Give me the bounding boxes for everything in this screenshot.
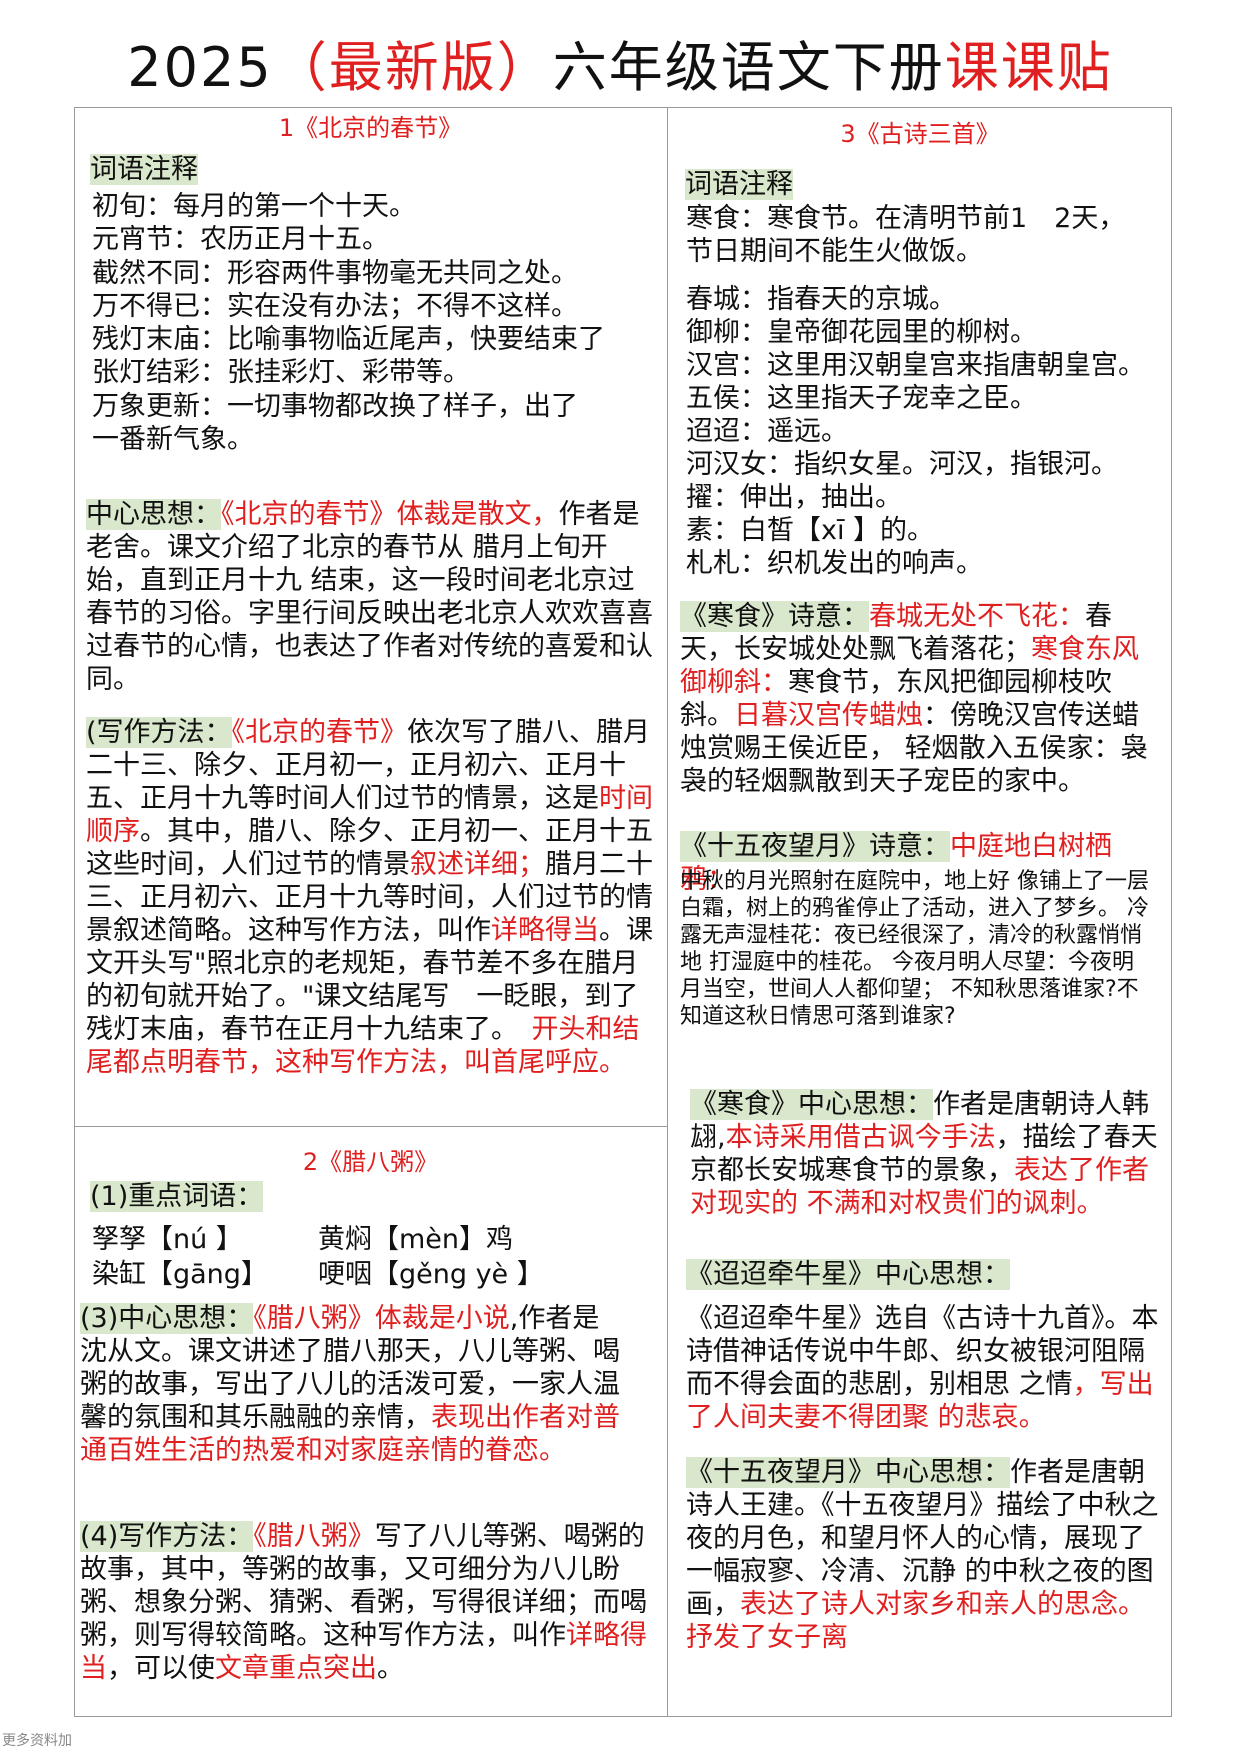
s3-vocab-list: 春城：指春天的京城。御柳：皇帝御花园里的柳树。汉宫：这里用汉朝皇宫来指唐朝皇宫。… bbox=[686, 283, 1170, 580]
s3-hanshi-idea: 《寒食》中心思想：作者是唐朝诗人韩翃,本诗采用借古讽今手法，描绘了春天京都长安城… bbox=[690, 1089, 1158, 1219]
vocab-item: 万不得已：实在没有办法；不得不这样。 bbox=[92, 290, 578, 322]
vocab-item: 残灯末庙：比喻事物临近尾声，快要结束了 bbox=[92, 324, 605, 356]
vocab-item: 御柳：皇帝御花园里的柳树。 bbox=[686, 317, 1037, 348]
vocab-item: 截然不同：形容两件事物毫无共同之处。 bbox=[92, 257, 578, 289]
s2-word-2: 黄焖【mèn】鸡 bbox=[318, 1224, 514, 1255]
vocab-item: 初旬：每月的第一个十天。 bbox=[92, 191, 416, 222]
section-1-title: 1《北京的春节》 bbox=[278, 114, 463, 142]
s3-vocab-label: 词语注释 bbox=[685, 169, 793, 200]
title-year: 2025 bbox=[127, 36, 273, 99]
title-suffix: 课课贴 bbox=[944, 36, 1113, 99]
title-subject: 六年级语文下册 bbox=[552, 36, 945, 99]
vocab-item: 万象更新：一切事物都改换了样子，出了 一番新气象。 bbox=[92, 390, 578, 456]
section-divider bbox=[74, 1126, 667, 1127]
footer-note: 更多资料加 bbox=[2, 1733, 72, 1749]
vocab-item: 擢：伸出，抽出。 bbox=[686, 482, 902, 513]
vocab-item: 五侯：这里指天子宠幸之臣。 bbox=[686, 383, 1037, 414]
s1-vocab-label: 词语注释 bbox=[90, 154, 198, 185]
s2-writing-method: (4)写作方法：《腊八粥》写了八儿等粥、喝粥的故事，其中，等粥的故事，又可细分为… bbox=[80, 1521, 647, 1684]
vocab-item: 河汉女：指织女星。河汉，指银河。 bbox=[686, 449, 1118, 480]
s3-shiwu-idea: 《十五夜望月》中心思想：作者是唐朝诗人王建。《十五夜望月》描绘了中秋之夜的月色，… bbox=[686, 1457, 1159, 1653]
title-edition: （最新版） bbox=[272, 36, 553, 99]
s2-word-4: 哽咽【gěng yè 】 bbox=[318, 1259, 544, 1290]
s3-hanshi-meaning: 《寒食》诗意：春城无处不飞花：春天，长安城处处飘飞着落花；寒食东风御柳斜：寒食节… bbox=[680, 601, 1148, 797]
vocab-item: 元宵节：农历正月十五。 bbox=[92, 224, 389, 256]
s1-writing-method: (写作方法：《北京的春节》依次写了腊八、腊月二十三、除夕、正月初一，正月初六、正… bbox=[86, 717, 653, 1078]
s3-shiwu-label: 《十五夜望月》诗意：中庭地白树栖鸦： bbox=[680, 831, 1112, 895]
s3-tiaotiao-label: 《迢迢牵牛星》中心思想： bbox=[686, 1259, 1010, 1290]
vocab-item: 汉宫：这里用汉朝皇宫来指唐朝皇宫。 bbox=[686, 350, 1145, 381]
s2-central-idea: (3)中心思想：《腊八粥》体裁是小说,作者是沈从文。课文讲述了腊八那天，八儿等粥… bbox=[80, 1303, 620, 1466]
vocab-item: 札札：织机发出的响声。 bbox=[686, 548, 983, 579]
column-divider bbox=[667, 107, 668, 1717]
s2-vocab-label: (1)重点词语： bbox=[90, 1181, 264, 1212]
content-frame bbox=[74, 107, 1172, 1717]
vocab-item: 张灯结彩：张挂彩灯、彩带等。 bbox=[92, 357, 470, 389]
vocab-item: 迢迢：遥远。 bbox=[686, 416, 848, 447]
s2-word-3: 染缸【gāng】 bbox=[92, 1259, 268, 1290]
s3-shiwu-meaning: 中秋的月光照射在庭院中，地上好 像铺上了一层白霜，树上的鸦雀停止了活动，进入了梦… bbox=[680, 869, 1149, 1029]
vocab-item: 春城：指春天的京城。 bbox=[686, 284, 956, 315]
s3-tiaotiao-idea: 《迢迢牵牛星》选自《古诗十九首》。本诗借神话传说中牛郎、织女被银河阻隔而不得会面… bbox=[686, 1303, 1159, 1433]
s2-word-1: 孥孥【nú 】 bbox=[92, 1224, 243, 1255]
s1-central-idea: 中心思想：《北京的春节》体裁是散文，作者是老舍。课文介绍了北京的春节从 腊月上旬… bbox=[86, 499, 653, 695]
section-2-title: 2《腊八粥》 bbox=[302, 1148, 439, 1176]
s3-vocab-hanshi: 寒食：寒食节。在清明节前1 2天， 节日期间不能生火做饭。 bbox=[686, 203, 1126, 267]
vocab-item: 素：白皙【xī 】的。 bbox=[686, 515, 935, 546]
page-title: 2025（最新版）六年级语文下册课课贴 bbox=[0, 28, 1240, 108]
section-3-title: 3《古诗三首》 bbox=[840, 120, 1000, 148]
s1-vocab-list: 初旬：每月的第一个十天。元宵节：农历正月十五。截然不同：形容两件事物毫无共同之处… bbox=[92, 190, 662, 456]
